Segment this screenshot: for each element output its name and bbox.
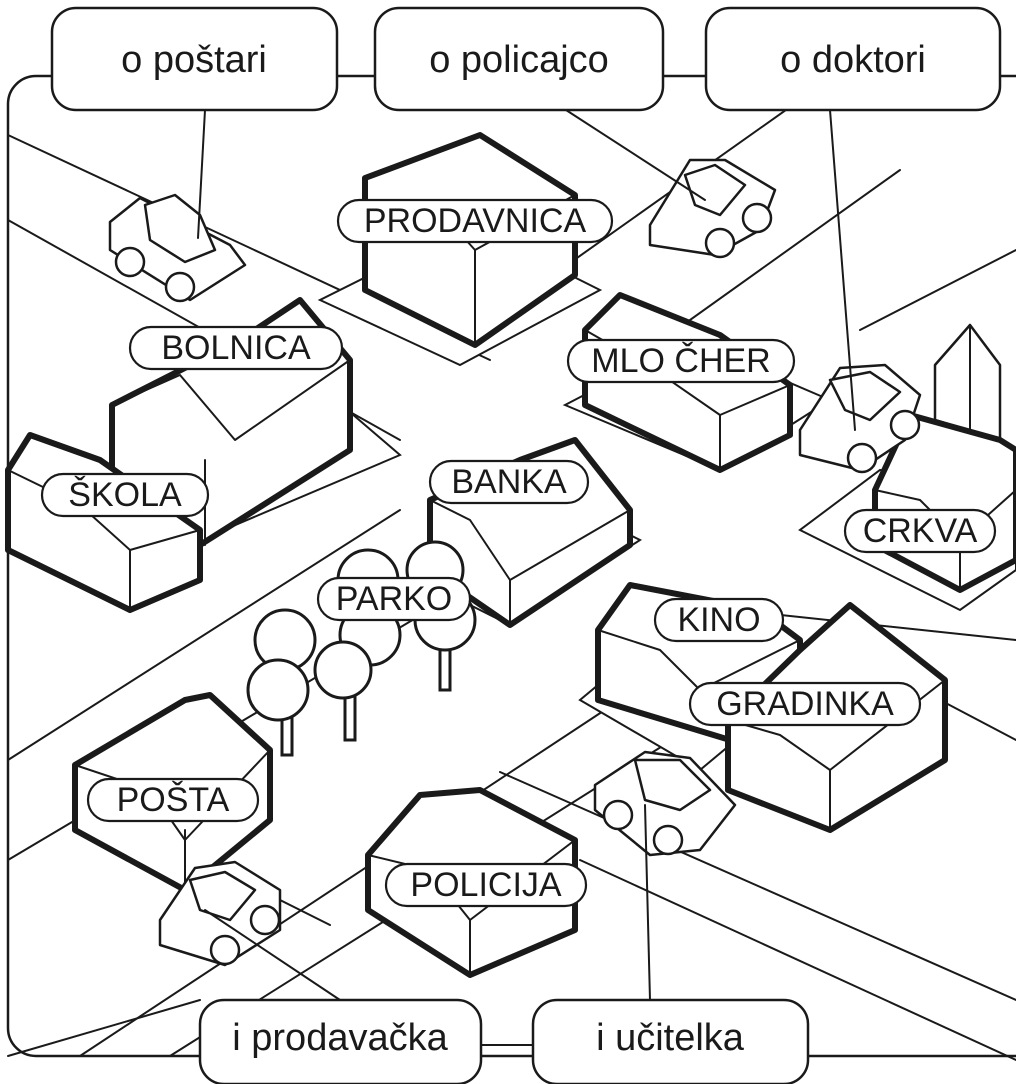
connectors xyxy=(197,75,856,1046)
label-police-station-text: POLICIJA xyxy=(410,866,561,904)
box-postman: o poštari xyxy=(50,6,339,112)
postman-car xyxy=(108,193,247,303)
saleswoman-car xyxy=(158,860,282,967)
label-bank-text: BANKA xyxy=(451,463,567,501)
label-dairy-text: MLO ČHER xyxy=(591,342,770,380)
box-saleswoman: i prodavačka xyxy=(198,998,483,1084)
label-shop-text: PRODAVNICA xyxy=(364,202,587,240)
box-teacher-text: i učitelka xyxy=(596,1017,745,1059)
box-doctor: o doktori xyxy=(704,6,1002,112)
label-church-text: CRKVA xyxy=(863,512,978,550)
label-school-text: ŠKOLA xyxy=(68,476,182,514)
label-dairy: MLO ČHER xyxy=(566,338,796,384)
box-teacher: i učitelka xyxy=(531,998,810,1084)
label-park-text: PARKO xyxy=(336,580,453,618)
label-post-office-text: POŠTA xyxy=(117,781,230,819)
label-kindergarten-text: GRADINKA xyxy=(716,685,894,723)
label-church: CRKVA xyxy=(843,508,997,554)
label-bank: BANKA xyxy=(428,459,590,505)
label-park: PARKO xyxy=(316,576,472,622)
doctor-car xyxy=(798,363,922,474)
label-cinema: KINO xyxy=(653,597,785,643)
label-shop: PRODAVNICA xyxy=(336,198,614,244)
box-postman-text: o poštari xyxy=(121,39,267,81)
label-post-office: POŠTA xyxy=(86,777,260,823)
label-cinema-text: KINO xyxy=(677,601,760,639)
label-police-station: POLICIJA xyxy=(384,862,588,908)
label-kindergarten: GRADINKA xyxy=(688,681,922,727)
label-hospital-text: BOLNICA xyxy=(161,329,311,367)
label-school: ŠKOLA xyxy=(40,472,210,518)
box-policeman: o policajco xyxy=(373,6,665,112)
label-hospital: BOLNICA xyxy=(128,325,344,371)
teacher-car xyxy=(593,750,737,857)
box-doctor-text: o doktori xyxy=(780,39,926,81)
box-saleswoman-text: i prodavačka xyxy=(232,1017,448,1059)
box-policeman-text: o policajco xyxy=(429,39,609,81)
